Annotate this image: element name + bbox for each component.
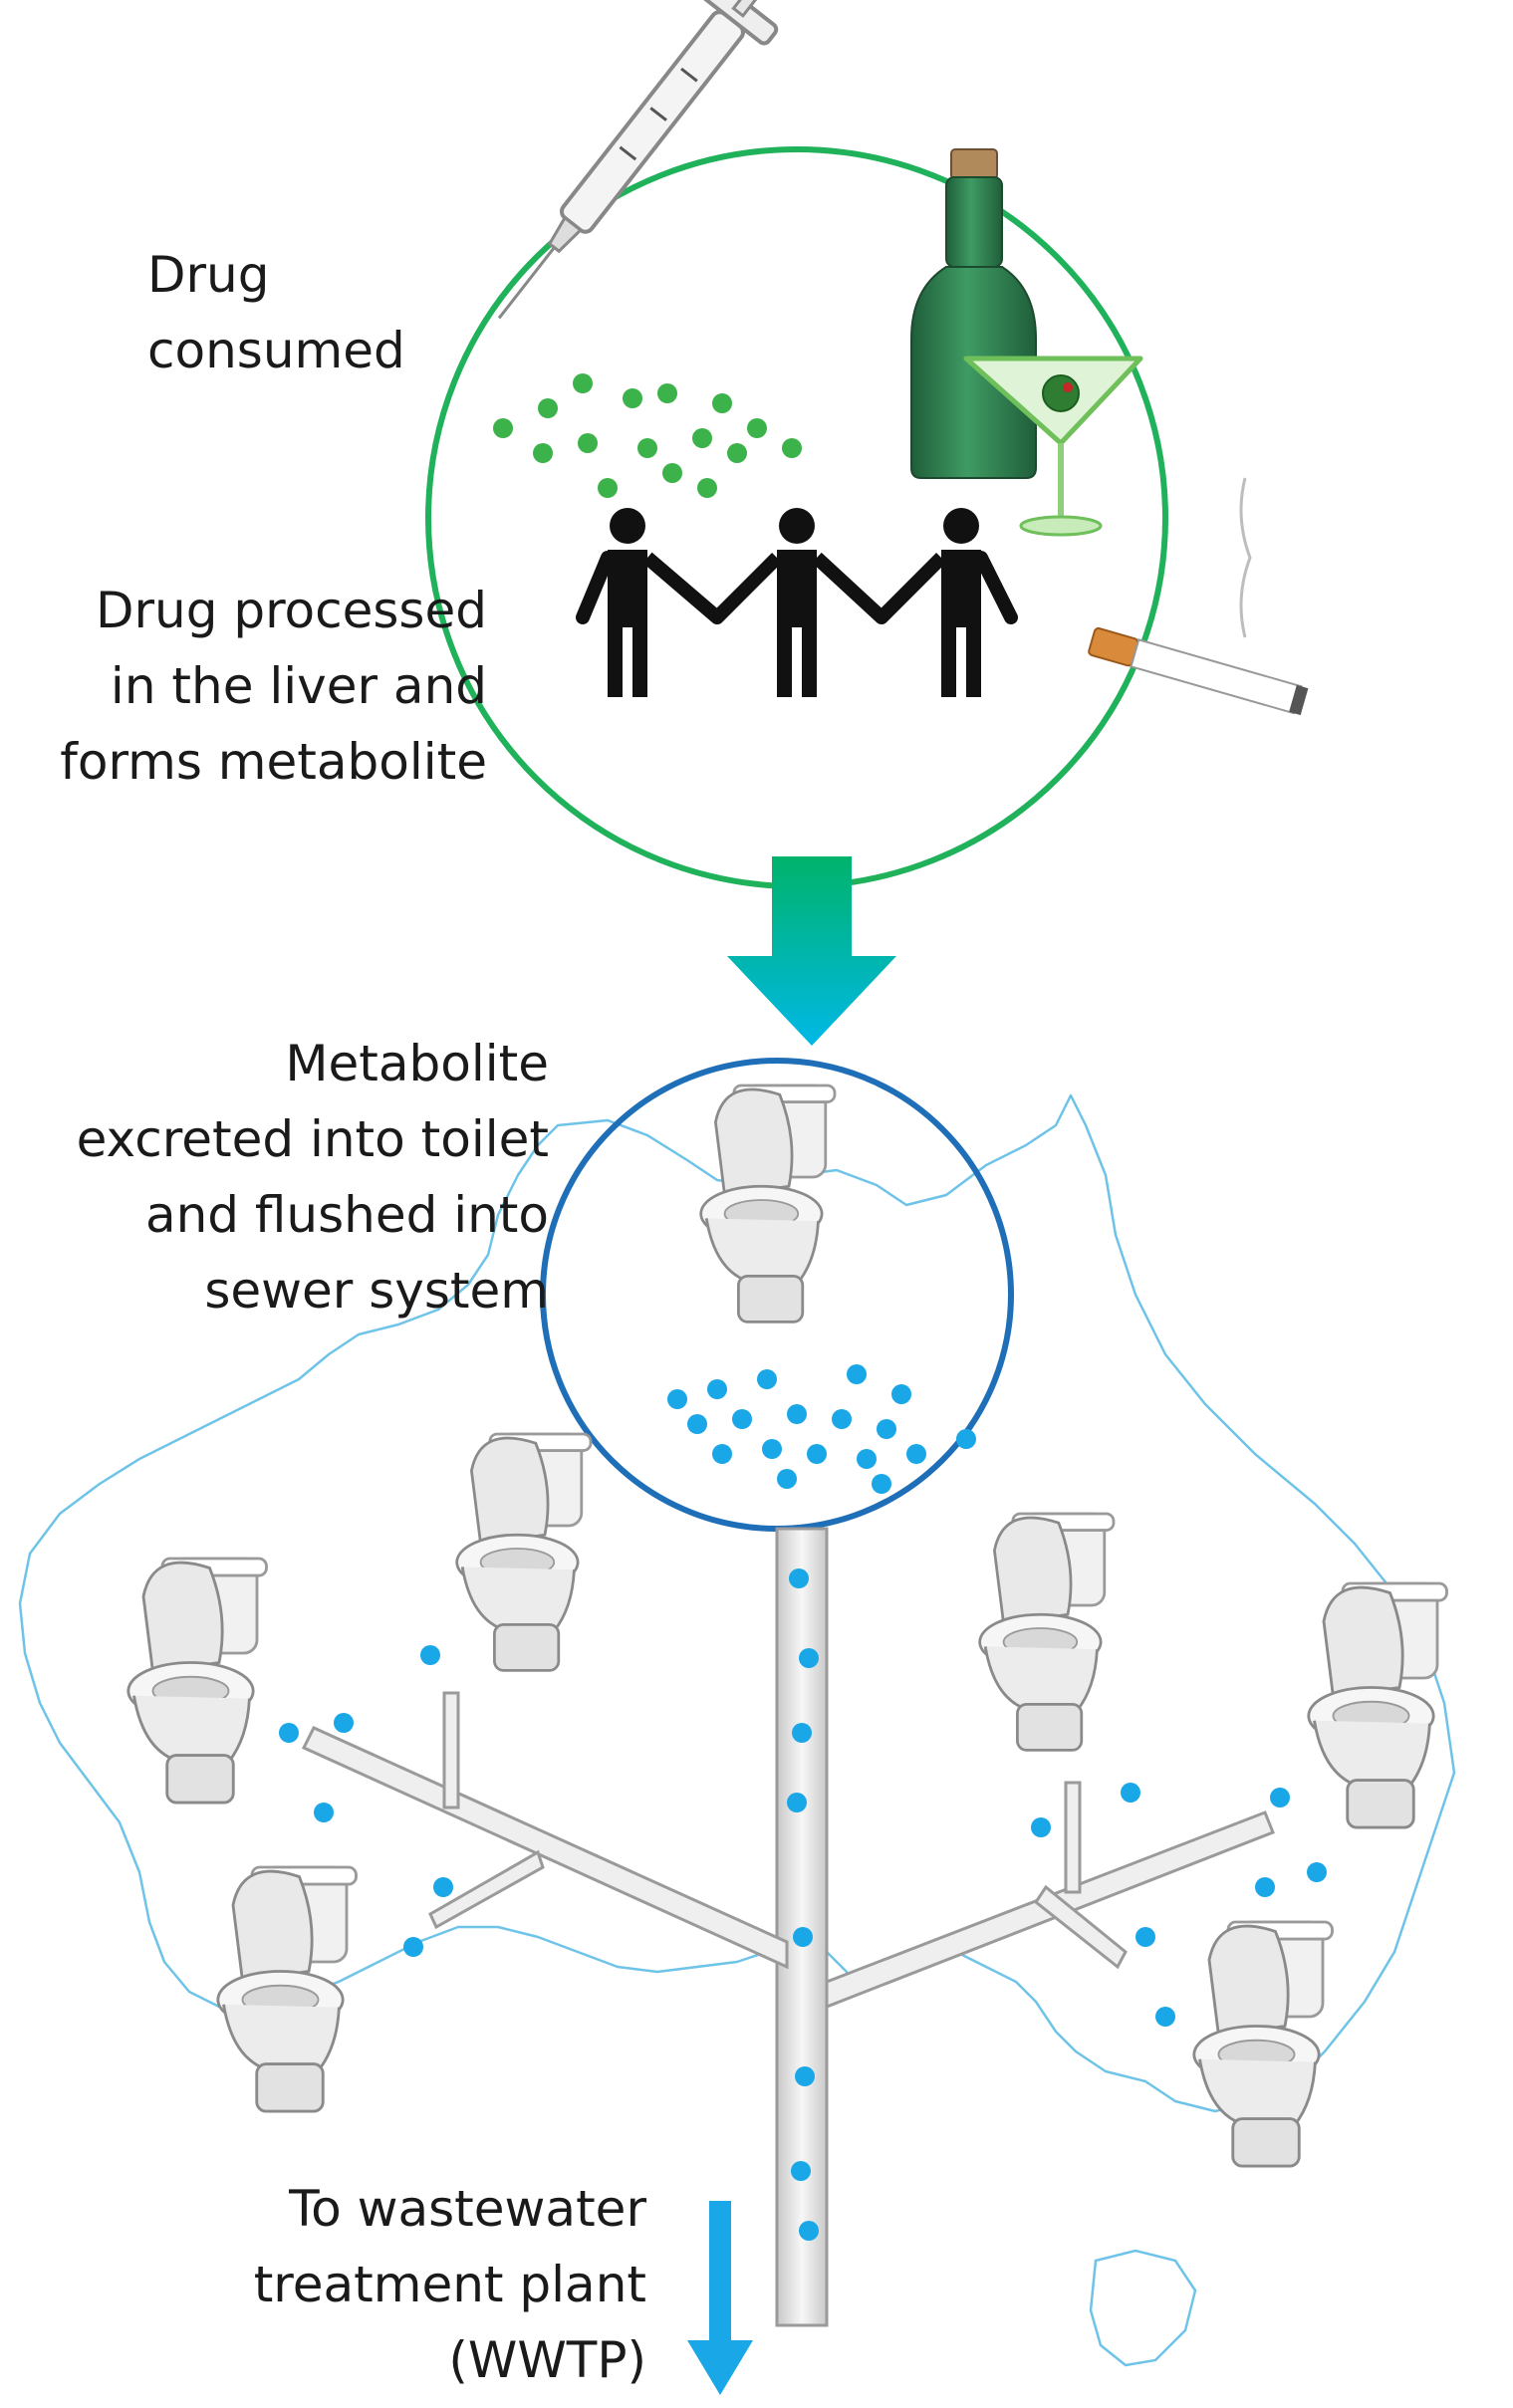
label-metabolite-line-2: excreted into toilet (76, 1110, 549, 1168)
cigarette-icon (1088, 477, 1309, 716)
bottle-icon (910, 148, 1037, 479)
label-drug-consumed-line-2: consumed (147, 322, 405, 379)
wwtp-arrow-icon (687, 2201, 753, 2395)
toilet-icon-4 (216, 1865, 358, 2113)
blue-dots-trunk (787, 1568, 819, 2241)
toilet-icon-5 (978, 1512, 1116, 1752)
label-drug-consumed-line-1: Drug (147, 246, 270, 304)
blue-dots-circle (667, 1364, 976, 1494)
blue-dots-scattered (279, 1645, 1327, 2027)
toilet-icon-2 (455, 1432, 593, 1672)
label-metabolite-excreted: Metabolite excreted into toilet and flus… (77, 1026, 549, 1328)
label-drug-processed-line-2: in the liver and (110, 657, 487, 715)
label-wwtp-line-3: (WWTP) (448, 2331, 646, 2389)
label-to-wwtp: To wastewater treatment plant (WWTP) (254, 2171, 646, 2398)
flow-arrow-icon (727, 856, 896, 1046)
label-metabolite-line-1: Metabolite (285, 1035, 549, 1092)
label-drug-consumed: Drug consumed (147, 237, 405, 388)
toilet-icon-3 (126, 1557, 268, 1805)
pipe-network (301, 1527, 1275, 2327)
label-metabolite-line-4: sewer system (204, 1262, 549, 1320)
toilet-icon-6 (1307, 1581, 1448, 1829)
syringe-icon (497, 0, 782, 320)
green-dots (493, 373, 802, 498)
toilet-icon-7 (1192, 1920, 1334, 2168)
label-metabolite-line-3: and flushed into (144, 1186, 549, 1244)
label-drug-processed-line-1: Drug processed (95, 582, 487, 639)
label-wwtp-line-2: treatment plant (253, 2256, 646, 2313)
label-wwtp-line-1: To wastewater (289, 2180, 646, 2238)
tasmania-outline (1089, 2249, 1197, 2367)
martini-glass-icon (963, 356, 1143, 537)
label-drug-processed: Drug processed in the liver and forms me… (60, 573, 487, 800)
toilet-icon (699, 1084, 837, 1324)
label-drug-processed-line-3: forms metabolite (60, 733, 487, 791)
people-icon (576, 508, 1018, 697)
